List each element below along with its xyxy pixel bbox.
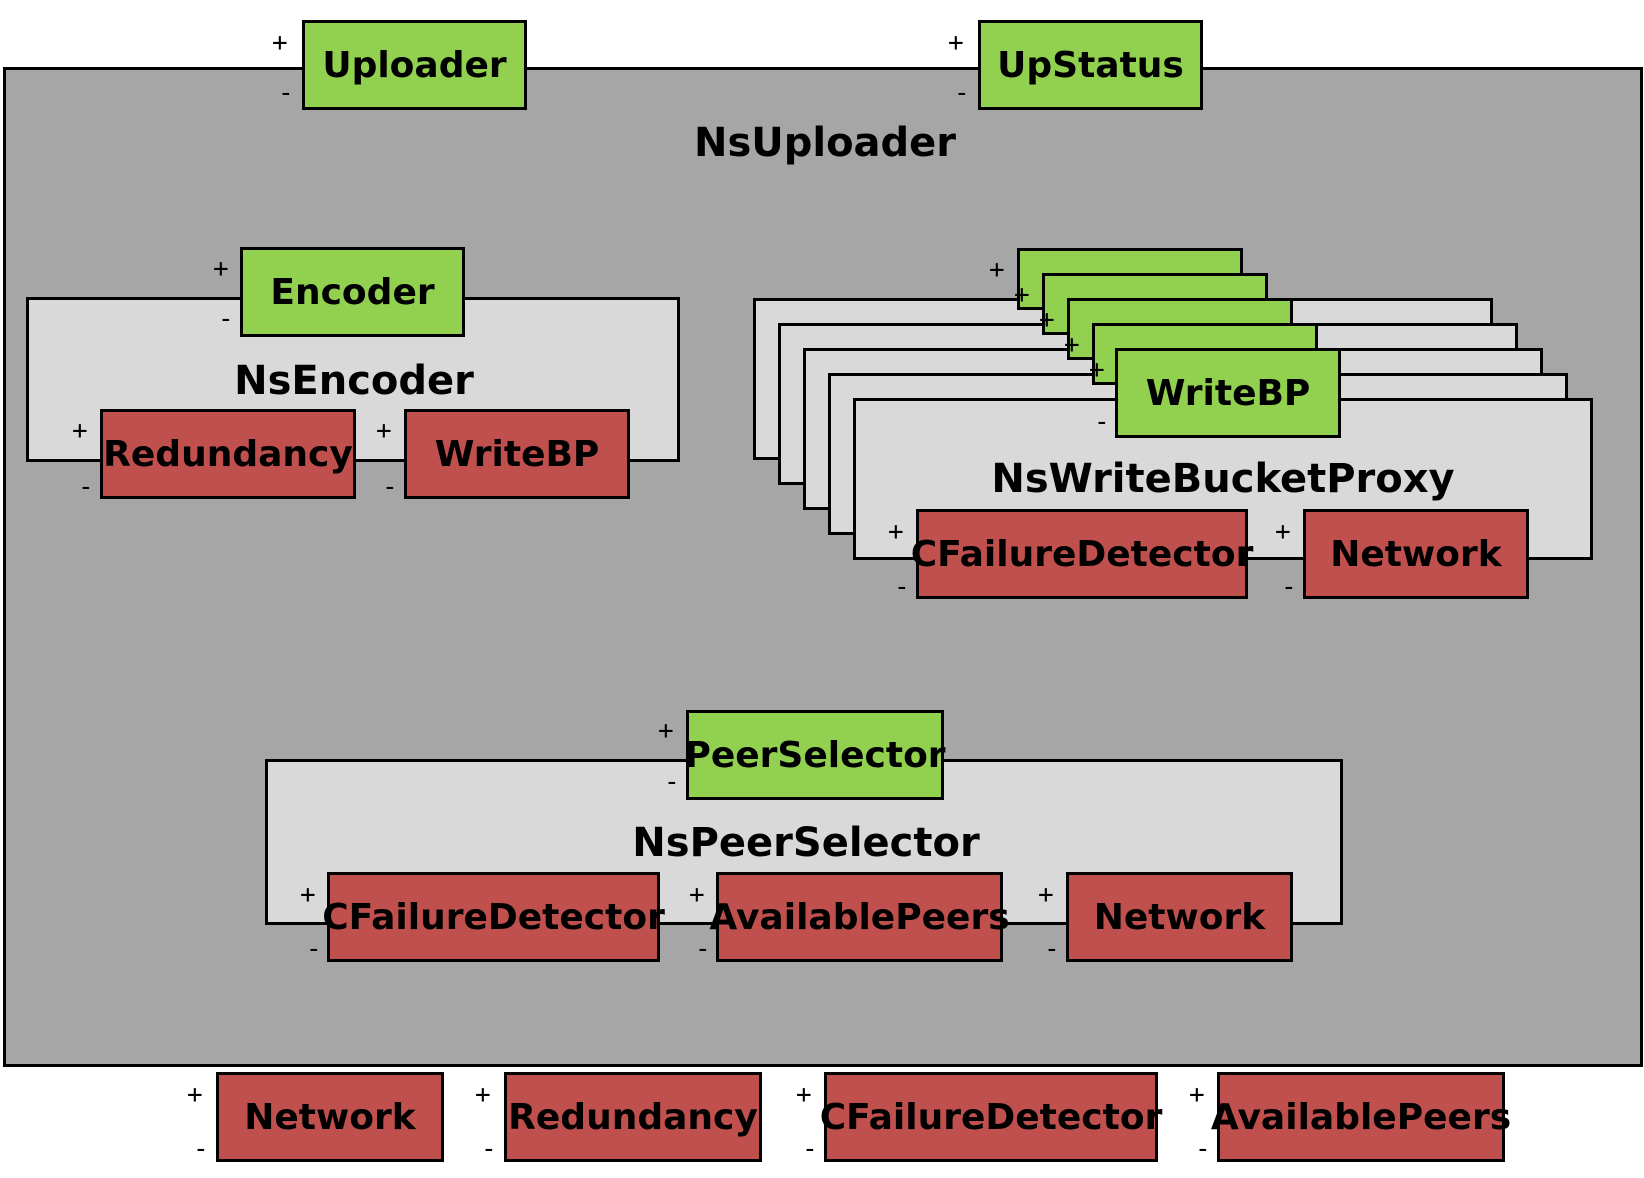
outer-availablepeers-minus-sign: -: [1195, 1134, 1211, 1164]
wbp-network-plus-sign: +: [1275, 517, 1291, 547]
outer-redundancy-port[interactable]: Redundancy: [504, 1072, 762, 1162]
peerselector-minus-sign: -: [664, 767, 680, 797]
stack-plus-sign-1: +: [989, 255, 1005, 285]
outer-cfailuredetector-plus-sign: +: [796, 1080, 812, 1110]
upstatus-minus-sign: -: [954, 78, 970, 108]
outer-network-minus-sign: -: [193, 1134, 209, 1164]
writebp-port[interactable]: WriteBP: [1115, 348, 1341, 438]
stack-plus-sign-3: +: [1039, 305, 1055, 335]
peerselector-plus-sign: +: [658, 716, 674, 746]
encoder-redundancy-plus-sign: +: [72, 416, 88, 446]
encoder-port[interactable]: Encoder: [240, 247, 465, 337]
wbp-cfailuredetector-port[interactable]: CFailureDetector: [911, 509, 1253, 599]
ps-cfailuredetector-minus-sign: -: [306, 934, 322, 964]
wbp-network-minus-sign: -: [1281, 572, 1297, 602]
ps-availablepeers-minus-sign: -: [695, 934, 711, 964]
uploader-minus-sign: -: [278, 78, 294, 108]
encoder-plus-sign: +: [213, 254, 229, 284]
outer-availablepeers-port[interactable]: AvailablePeers: [1211, 1072, 1511, 1162]
stack-plus-sign-2: +: [1014, 280, 1030, 310]
outer-network-plus-sign: +: [187, 1080, 203, 1110]
encoder-writebp-minus-sign: -: [382, 472, 398, 502]
ns-peer-selector-title: NsPeerSelector: [632, 820, 980, 866]
ps-availablepeers-plus-sign: +: [689, 880, 705, 910]
wbp-network-port[interactable]: Network: [1303, 509, 1529, 599]
outer-cfailuredetector-minus-sign: -: [802, 1134, 818, 1164]
ps-network-plus-sign: +: [1038, 880, 1054, 910]
ps-cfailuredetector-port[interactable]: CFailureDetector: [322, 872, 665, 962]
encoder-redundancy-port[interactable]: Redundancy: [100, 409, 356, 499]
encoder-redundancy-minus-sign: -: [78, 472, 94, 502]
ps-availablepeers-port[interactable]: AvailablePeers: [709, 872, 1010, 962]
encoder-writebp-plus-sign: +: [376, 416, 392, 446]
encoder-writebp-port[interactable]: WriteBP: [404, 409, 630, 499]
outer-network-port[interactable]: Network: [216, 1072, 444, 1162]
ns-write-bucket-proxy-title: NsWriteBucketProxy: [991, 456, 1455, 502]
ps-network-port[interactable]: Network: [1066, 872, 1293, 962]
uploader-plus-sign: +: [272, 28, 288, 58]
writebp-plus-sign: +: [1089, 355, 1105, 385]
upstatus-plus-sign: +: [948, 28, 964, 58]
wbp-cfailuredetector-minus-sign: -: [894, 572, 910, 602]
peerselector-port[interactable]: PeerSelector: [684, 710, 946, 800]
outer-redundancy-minus-sign: -: [481, 1134, 497, 1164]
uploader-port[interactable]: Uploader: [302, 20, 527, 110]
outer-availablepeers-plus-sign: +: [1189, 1080, 1205, 1110]
wbp-cfailuredetector-plus-sign: +: [888, 517, 904, 547]
stack-plus-sign-4: +: [1064, 330, 1080, 360]
ns-uploader-title: NsUploader: [693, 120, 957, 166]
encoder-minus-sign: -: [218, 304, 234, 334]
outer-cfailuredetector-port[interactable]: CFailureDetector: [820, 1072, 1162, 1162]
ns-encoder-title: NsEncoder: [234, 358, 474, 404]
ps-cfailuredetector-plus-sign: +: [300, 880, 316, 910]
upstatus-port[interactable]: UpStatus: [978, 20, 1203, 110]
writebp-minus-sign: -: [1094, 407, 1110, 437]
outer-redundancy-plus-sign: +: [475, 1080, 491, 1110]
ps-network-minus-sign: -: [1044, 934, 1060, 964]
